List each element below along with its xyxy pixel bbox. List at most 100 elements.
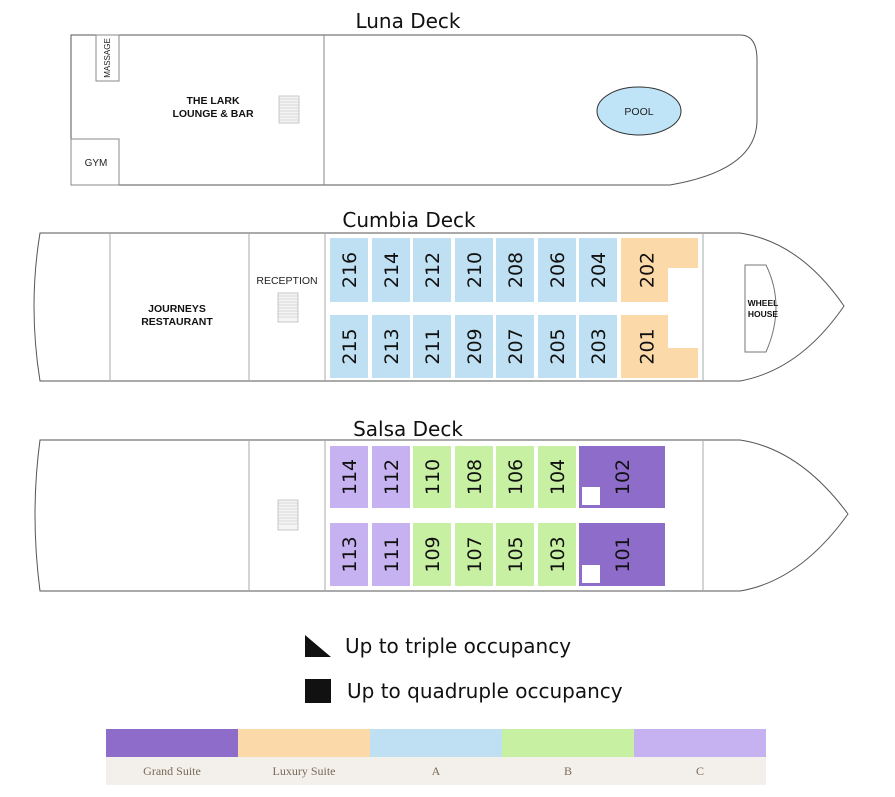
lounge-label-2: LOUNGE & BAR [172,108,254,120]
cabin-213[interactable]: 213 [372,315,410,378]
cabin-111[interactable]: 111 [372,523,410,586]
restaurant-label-1: JOURNEYS [148,303,206,315]
luna-deck-plan: MASSAGE GYM THE LARK LOUNGE & BAR POOL [70,34,758,186]
cabin-number: 215 [339,328,361,364]
cabin-104[interactable]: 104 [538,446,576,508]
cabin-108[interactable]: 108 [455,446,493,508]
cabin-101[interactable]: 101 [579,523,665,586]
quadruple-occupancy-icon [305,679,331,703]
cabin-114[interactable]: 114 [330,446,368,508]
cabin-number: 216 [339,252,361,288]
cabin-number: 111 [381,536,403,572]
cabin-216[interactable]: 216 [330,238,368,302]
category-label: Luxury Suite [238,757,370,785]
lounge-label-1: THE LARK [186,95,239,107]
cabin-number: 106 [505,459,527,495]
window-icon [582,487,600,505]
category-label: B [502,757,634,785]
cabin-105[interactable]: 105 [496,523,534,586]
cabin-number: 114 [339,459,361,495]
cabin-203[interactable]: 203 [579,315,617,378]
cabin-number: 107 [464,536,486,572]
window-icon [582,565,600,583]
category-swatch [370,729,502,757]
cabin-number: 104 [547,459,569,495]
category-c: C [634,729,766,785]
category-label: C [634,757,766,785]
category-swatch [634,729,766,757]
wheelhouse-label-1: WHEEL [748,298,779,308]
cabin-209[interactable]: 209 [455,315,493,378]
cabin-number: 108 [464,459,486,495]
category-legend: Grand Suite Luxury Suite A B C [106,729,766,785]
cabin-106[interactable]: 106 [496,446,534,508]
cabin-number: 103 [547,536,569,572]
cabin-number: 203 [588,328,610,364]
reception-label: RECEPTION [256,275,317,287]
cabin-number: 102 [612,459,634,495]
massage-room [95,34,120,82]
category-label: Grand Suite [106,757,238,785]
cabin-204[interactable]: 204 [579,238,617,302]
cabin-211[interactable]: 211 [413,315,451,378]
salsa-stairs-icon [277,499,299,531]
cabin-number: 211 [422,328,444,364]
cabin-215[interactable]: 215 [330,315,368,378]
salsa-deck-title: Salsa Deck [353,417,463,441]
category-b: B [502,729,634,785]
legend-quadruple-label: Up to quadruple occupancy [347,679,623,703]
wheelhouse [744,264,777,353]
gym-room [70,138,120,186]
cabin-113[interactable]: 113 [330,523,368,586]
cumbia-deck-plan: JOURNEYS RESTAURANT RECEPTION WHEEL HOUS… [33,232,845,382]
cabin-103[interactable]: 103 [538,523,576,586]
massage-label: MASSAGE [103,38,112,78]
cabin-number: 206 [547,252,569,288]
cabin-number: 110 [422,459,444,495]
cabin-109[interactable]: 109 [413,523,451,586]
luna-deck-hull [70,34,758,186]
cabin-110[interactable]: 110 [413,446,451,508]
cabin-number: 109 [422,536,444,572]
cabin-206[interactable]: 206 [538,238,576,302]
cumbia-deck-title: Cumbia Deck [342,208,476,232]
category-swatch [238,729,370,757]
cabin-number: 210 [464,252,486,288]
cabin-number: 205 [547,328,569,364]
category-luxury-suite: Luxury Suite [238,729,370,785]
cabin-number: 202 [637,252,659,288]
cabin-205[interactable]: 205 [538,315,576,378]
luna-stairs-icon [278,95,300,124]
cabin-107[interactable]: 107 [455,523,493,586]
cabin-210[interactable]: 210 [455,238,493,302]
category-grand-suite: Grand Suite [106,729,238,785]
cabin-212[interactable]: 212 [413,238,451,302]
restaurant-label-2: RESTAURANT [141,316,213,328]
cabin-number: 113 [339,536,361,572]
cumbia-stairs-icon [277,292,299,323]
cabin-201[interactable]: 201 [621,315,698,378]
category-label: A [370,757,502,785]
cabin-number: 204 [588,252,610,288]
category-swatch [502,729,634,757]
cabin-208[interactable]: 208 [496,238,534,302]
cabin-number: 212 [422,252,444,288]
category-swatch [106,729,238,757]
cabin-number: 209 [464,328,486,364]
cabin-214[interactable]: 214 [372,238,410,302]
luna-deck-title: Luna Deck [355,9,461,33]
gym-label: GYM [85,158,108,169]
cabin-number: 201 [637,328,659,364]
cabin-number: 213 [381,328,403,364]
triple-occupancy-icon [305,635,331,657]
cabin-102[interactable]: 102 [579,446,665,508]
legend-triple: Up to triple occupancy [305,634,571,658]
cabin-207[interactable]: 207 [496,315,534,378]
cabin-number: 214 [381,252,403,288]
cabin-202[interactable]: 202 [621,238,698,302]
legend-quadruple: Up to quadruple occupancy [305,679,623,703]
pool [596,86,682,136]
wheelhouse-label-2: HOUSE [748,309,779,319]
cabin-112[interactable]: 112 [372,446,410,508]
cabin-number: 207 [505,328,527,364]
